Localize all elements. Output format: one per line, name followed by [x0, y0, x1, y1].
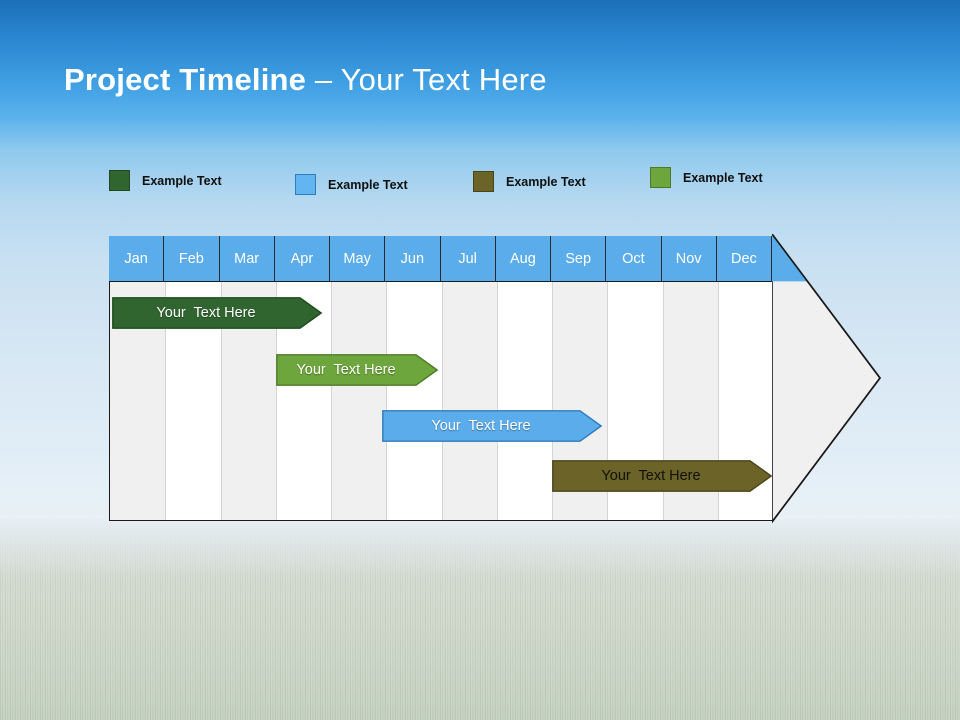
column-divider — [441, 237, 443, 520]
month-header-cell[interactable]: Apr — [275, 236, 330, 282]
task-bar-shape — [112, 297, 323, 329]
timeline-arrow-head — [771, 232, 892, 529]
task-bar-shape — [276, 354, 439, 386]
page-title: Project Timeline – Your Text Here — [64, 58, 547, 102]
task-bar[interactable]: Your Text Here — [276, 354, 439, 386]
month-header-cell[interactable]: Jun — [385, 236, 441, 282]
column-divider — [662, 237, 664, 520]
timeline-column — [110, 237, 166, 520]
column-divider — [496, 237, 498, 520]
month-header-cell[interactable]: Jul — [441, 236, 496, 282]
month-header-cell[interactable]: Jan — [109, 236, 165, 282]
legend-swatch-icon — [650, 167, 671, 188]
month-header-cell[interactable]: Sep — [551, 236, 607, 282]
legend-swatch-icon — [109, 170, 130, 191]
legend-item: Example Text — [109, 170, 222, 191]
month-header-cell[interactable]: May — [330, 236, 386, 282]
column-divider — [220, 237, 222, 520]
legend-item-label: Example Text — [506, 174, 586, 189]
timeline-column — [220, 237, 276, 520]
page-title-light: – Your Text Here — [306, 62, 547, 97]
month-header-cell[interactable]: Oct — [606, 236, 662, 282]
column-divider — [607, 237, 609, 520]
month-header-cell[interactable]: Feb — [164, 236, 220, 282]
task-bar[interactable]: Your Text Here — [112, 297, 323, 329]
page-title-strong: Project Timeline — [64, 62, 307, 97]
legend-item-label: Example Text — [328, 177, 408, 192]
task-bar[interactable]: Your Text Here — [382, 410, 603, 442]
task-bar-shape — [382, 410, 603, 442]
legend-swatch-icon — [473, 171, 494, 192]
month-header-cell[interactable]: Mar — [220, 236, 275, 282]
legend-item: Example Text — [473, 171, 586, 192]
month-header-cell[interactable]: Aug — [496, 236, 551, 282]
column-divider — [552, 237, 553, 520]
month-header-cell[interactable]: Nov — [662, 236, 717, 282]
legend: Example Text Example Text Example Text Exam… — [109, 165, 809, 205]
task-bar[interactable]: Your Text Here — [552, 460, 773, 492]
month-header-cell[interactable]: Dec — [717, 236, 772, 282]
timeline-column — [496, 237, 552, 520]
timeline-column — [441, 237, 497, 520]
legend-item-label: Example Text — [683, 170, 763, 185]
legend-item-label: Example Text — [142, 173, 222, 188]
grass-field-background — [0, 519, 960, 720]
column-divider — [717, 237, 719, 520]
legend-swatch-icon — [295, 174, 316, 195]
legend-item: Example Text — [295, 174, 408, 195]
legend-item: Example Text — [650, 167, 763, 188]
column-divider — [165, 237, 167, 520]
task-bar-shape — [552, 460, 773, 492]
timeline-column — [165, 237, 221, 520]
